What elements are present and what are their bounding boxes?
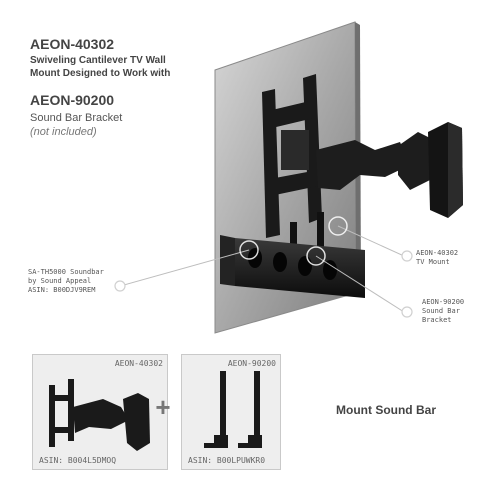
product-card-mount: AEON-40302 ASIN: B004L5DMOQ	[32, 354, 168, 470]
bracket-thumbnail-icon	[204, 371, 262, 448]
model-secondary: AEON-90200	[30, 92, 115, 108]
tv-mount-callout-line1: AEON-40302	[416, 249, 459, 257]
caption: Mount Sound Bar	[336, 403, 436, 417]
card-bracket-model: AEON-90200	[227, 359, 276, 368]
tv-mount-callout-line2: TV Mount	[416, 258, 450, 266]
bracket-callout-line1: AEON-90200	[422, 298, 465, 306]
product-card-bracket: AEON-90200 ASIN: B00LPUWKR0	[181, 354, 281, 470]
card-mount-asin: ASIN: B004L5DMOQ	[39, 456, 117, 465]
model-primary: AEON-40302	[30, 36, 115, 52]
mount-thumbnail-icon	[49, 379, 150, 451]
card-bracket-asin: ASIN: B00LPUWKR0	[188, 456, 266, 465]
soundbar-callout-line3: ASIN: B00DJV9REM	[28, 286, 96, 294]
tv-mount-callout: AEON-40302 TV Mount	[416, 249, 458, 267]
header-line-2: Swiveling Cantilever TV Wall	[30, 55, 166, 66]
plus-icon: +	[155, 392, 171, 422]
bracket-callout: AEON-90200 Sound Bar Bracket	[422, 298, 464, 325]
header-line-3: Mount Designed to Work with	[30, 68, 171, 79]
callout-markers	[114, 216, 413, 318]
soundbar	[220, 235, 365, 298]
wall-plate	[428, 122, 463, 218]
soundbar-callout-line1: SA-TH5000 Soundbar	[28, 268, 104, 276]
bracket-callout-line3: Bracket	[422, 316, 452, 324]
soundbar-callout-line2: by Sound Appeal	[28, 277, 92, 285]
bracket-callout-line2: Sound Bar	[422, 307, 460, 315]
card-mount-model: AEON-40302	[114, 359, 163, 368]
soundbar-callout: SA-TH5000 Soundbar by Sound Appeal ASIN:…	[28, 268, 104, 295]
callout-lines	[123, 225, 405, 313]
note: (not included)	[30, 126, 97, 138]
subtitle: Sound Bar Bracket	[30, 112, 123, 124]
tv-mount-plate	[262, 74, 322, 238]
